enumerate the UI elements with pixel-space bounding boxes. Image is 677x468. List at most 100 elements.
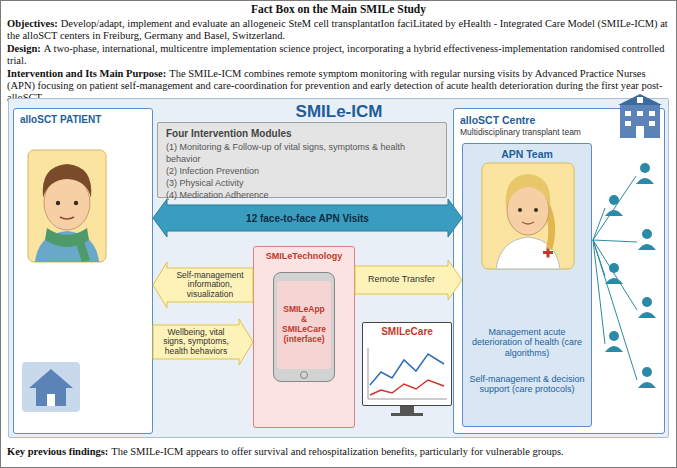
nurse-mouth bbox=[522, 222, 534, 224]
patient-eye bbox=[74, 201, 78, 205]
leader-line bbox=[593, 240, 605, 276]
chart-line bbox=[370, 380, 444, 395]
house-frame bbox=[22, 362, 80, 412]
patient-scarf bbox=[76, 241, 90, 262]
person-body bbox=[636, 178, 654, 184]
patient-body bbox=[35, 231, 99, 262]
patient-box: alloSCT PATIENT bbox=[13, 108, 153, 434]
box-heading: alloSCT Centre bbox=[460, 114, 610, 126]
person-head bbox=[640, 163, 650, 173]
nurse-body bbox=[496, 237, 560, 269]
monitor-base bbox=[391, 413, 423, 416]
block-arrow bbox=[153, 319, 253, 365]
chart-axis bbox=[368, 399, 447, 400]
chart-axis bbox=[368, 348, 369, 399]
fact-text: A two-phase, international, multicentre … bbox=[7, 43, 664, 66]
chart-line bbox=[370, 354, 444, 385]
technology-box: SMILeTechnologySMILeApp & SMILeCare (int… bbox=[253, 246, 355, 428]
person-body bbox=[638, 382, 656, 388]
hospital-window bbox=[625, 111, 631, 116]
fact-heading: Design: bbox=[7, 43, 41, 54]
box-text: Management acute deterioration of health… bbox=[467, 327, 587, 358]
leader-line bbox=[593, 240, 637, 310]
nurse-eye bbox=[518, 208, 522, 212]
leader-line bbox=[593, 208, 605, 240]
phone-box: SMILeApp & SMILeCare (interface) bbox=[273, 272, 335, 382]
person-head bbox=[642, 367, 652, 377]
team-icons bbox=[605, 163, 656, 388]
person-head bbox=[609, 195, 619, 205]
module-item: (1) Monitoring & Follow-up of vital sign… bbox=[166, 141, 438, 165]
portrait-frame bbox=[28, 150, 106, 262]
patient-face bbox=[44, 176, 90, 230]
patient-scarf bbox=[45, 228, 89, 247]
person-head bbox=[609, 331, 619, 341]
block-arrow bbox=[153, 262, 253, 308]
patient-eye bbox=[56, 201, 60, 205]
phone-button bbox=[301, 372, 308, 379]
person-body bbox=[605, 346, 623, 352]
fact-heading: Key previous findings: bbox=[7, 446, 108, 457]
diagram-panel: SMILe-ICM alloSCT PATIENT Four Interventio… bbox=[8, 98, 669, 438]
monitor-screen: SMILeCare bbox=[362, 322, 452, 406]
box-heading: Four Intervention Modules bbox=[166, 127, 438, 141]
house-icon bbox=[29, 369, 73, 406]
box-heading: APN Team bbox=[467, 148, 587, 160]
nurse-face bbox=[507, 185, 549, 235]
nurse-hair bbox=[506, 174, 551, 208]
hospital-window bbox=[637, 111, 643, 116]
hospital-window bbox=[649, 121, 655, 126]
apn-team-box: APN TeamManagement acute deterioration o… bbox=[462, 143, 592, 427]
leader-line bbox=[593, 240, 637, 242]
centre-box: alloSCT CentreMultidisciplinary transpla… bbox=[453, 108, 665, 434]
module-item: (2) Infection Prevention bbox=[166, 165, 438, 177]
block-arrow bbox=[355, 260, 462, 300]
fact-heading: Intervention and Its Main Purpose: bbox=[7, 68, 166, 79]
patient-hair bbox=[43, 164, 92, 198]
panel-title: SMILe-ICM bbox=[199, 102, 479, 122]
person-body bbox=[638, 244, 656, 250]
fact-text: The SMILe-ICM appears to offer survival … bbox=[111, 446, 563, 457]
patient-mouth bbox=[60, 217, 74, 219]
person-head bbox=[642, 229, 652, 239]
modules-box: Four Intervention Modules(1) Monitoring … bbox=[157, 122, 447, 198]
person-body bbox=[638, 312, 656, 318]
nurse-eye bbox=[534, 208, 538, 212]
person-head bbox=[609, 263, 619, 273]
leader-line bbox=[593, 240, 605, 344]
nurse-cross bbox=[547, 248, 550, 258]
module-item: (3) Physical Activity bbox=[166, 177, 438, 189]
block-arrow bbox=[153, 199, 462, 237]
box-text: Self-management & decision support (care… bbox=[467, 374, 587, 395]
fact-text: Develop/adapt, implement and evaluate an… bbox=[7, 18, 668, 41]
fact-paragraph: Key previous findings:The SMILe-ICM appe… bbox=[7, 446, 670, 458]
person-body bbox=[605, 278, 623, 284]
module-item: (4) Medication Adherence bbox=[166, 189, 438, 201]
monitor-stand bbox=[400, 406, 414, 414]
leader-line bbox=[593, 240, 637, 380]
house-door bbox=[47, 394, 55, 406]
hospital-roof bbox=[618, 94, 662, 105]
hospital-cross bbox=[637, 97, 643, 103]
hospital-window bbox=[649, 111, 655, 116]
person-head bbox=[642, 297, 652, 307]
person-body bbox=[605, 210, 623, 216]
hospital-window bbox=[625, 121, 631, 126]
leader-line bbox=[593, 176, 636, 240]
fact-box-title: Fact Box on the Main SMILe Study bbox=[0, 3, 677, 16]
box-heading: SMILeTechnology bbox=[255, 251, 353, 261]
team-links bbox=[593, 176, 637, 380]
nurse-cross bbox=[543, 251, 553, 254]
box-heading: alloSCT PATIENT bbox=[20, 114, 148, 126]
fact-heading: Objectives: bbox=[7, 18, 58, 29]
monitor-title: SMILeCare bbox=[365, 326, 449, 338]
fact-paragraph: Objectives:Develop/adapt, implement and … bbox=[7, 18, 670, 42]
portrait-frame bbox=[482, 163, 574, 269]
fact-paragraph: Design:A two-phase, international, multi… bbox=[7, 43, 670, 67]
nurse-braid bbox=[542, 200, 555, 250]
box-subheading: Multidisciplinary transplant team bbox=[460, 128, 615, 138]
phone-screen-text: SMILeApp & SMILeCare (interface) bbox=[277, 281, 331, 369]
hospital-door bbox=[636, 126, 644, 138]
